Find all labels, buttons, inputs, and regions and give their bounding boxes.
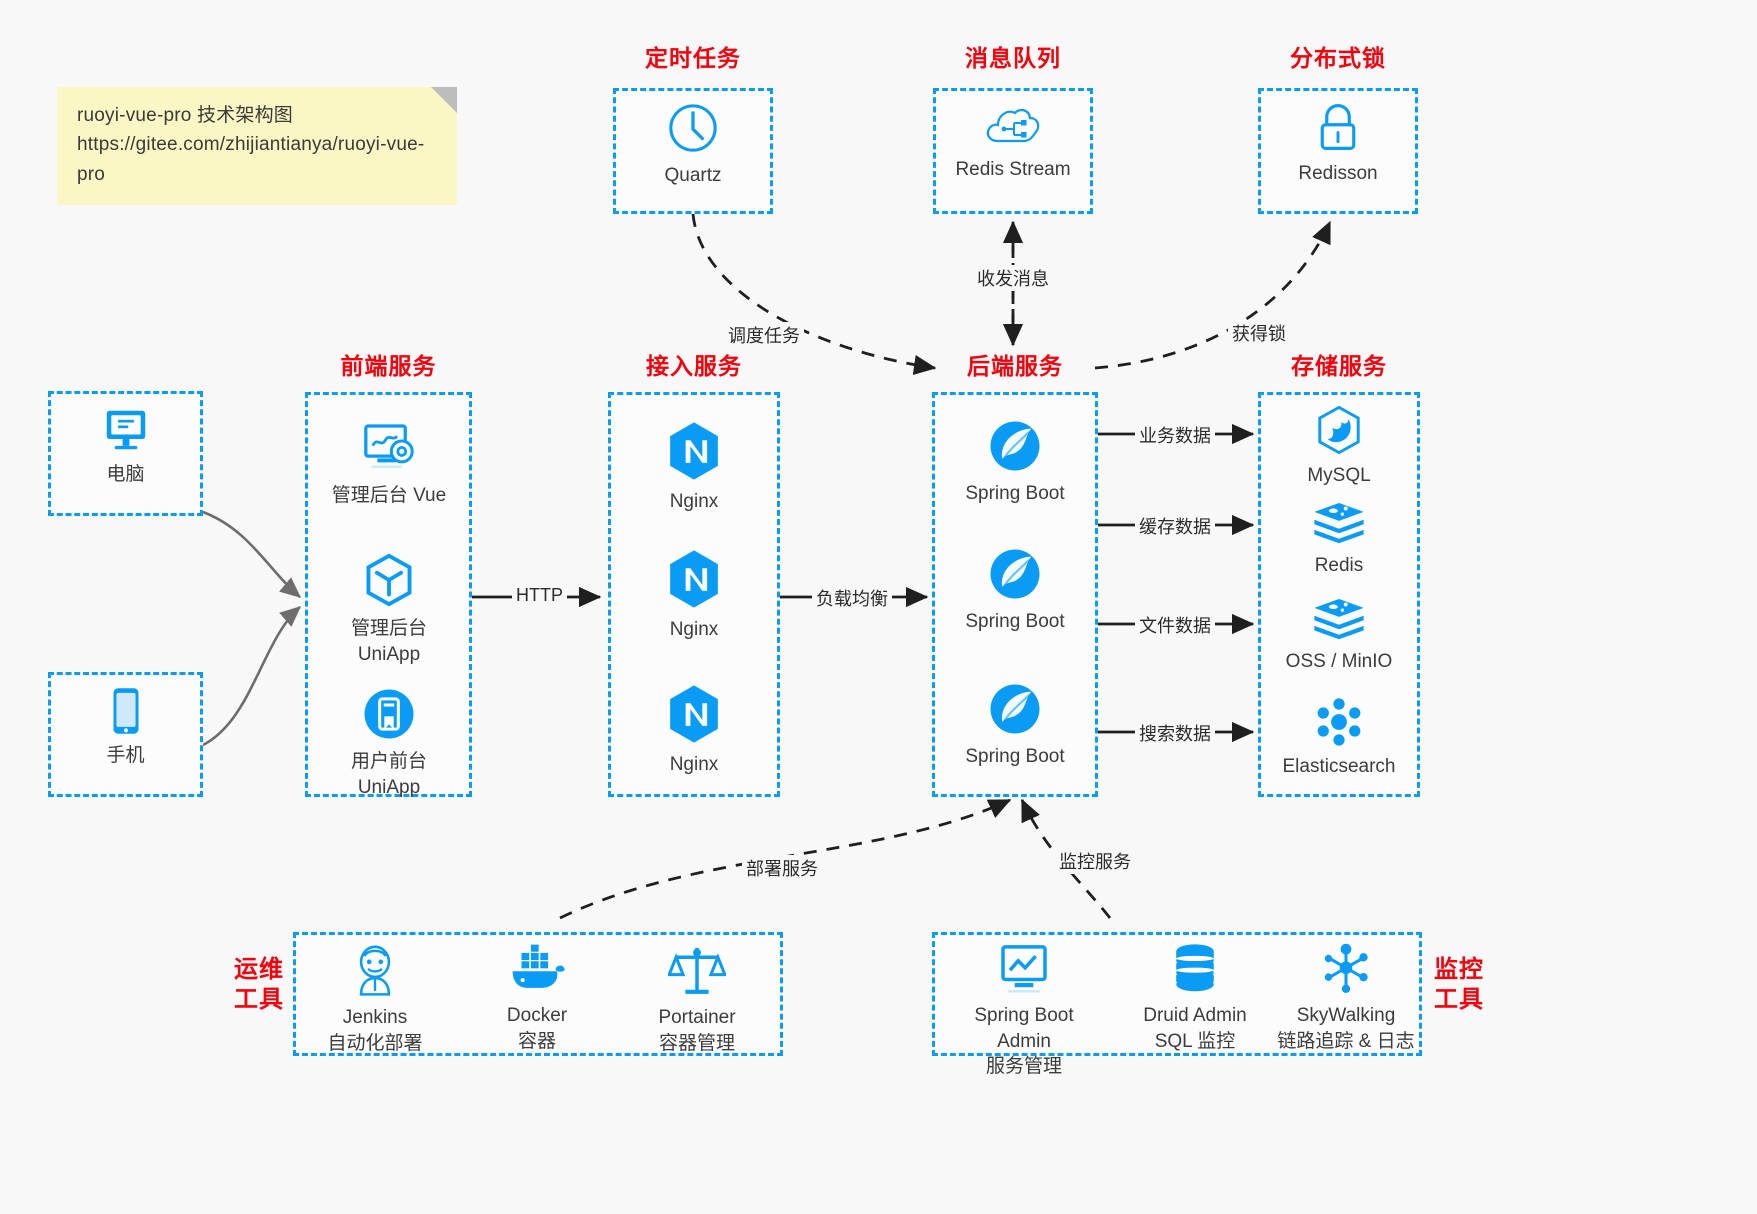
redis-icon [1311,498,1367,546]
node-redis-stream[interactable]: Redis Stream [953,100,1073,183]
node-label: Redis [1314,555,1364,576]
node-spring-boot-2[interactable]: Spring Boot [948,546,1082,635]
edge-label-acquire-lock: 获得锁 [1228,320,1290,346]
group-label-lock: 分布式锁 [1290,45,1386,71]
skywalking-icon [1318,942,1374,996]
group-label-backend: 后端服务 [967,353,1063,379]
node-admin-uniapp[interactable]: 管理后台 UniApp [320,551,458,667]
dashboard-icon [360,420,418,476]
group-mq [933,88,1093,214]
node-label: Nginx [669,619,719,640]
desktop-icon [100,405,152,455]
group-label-storage: 存储服务 [1291,353,1387,379]
nginx-icon [665,683,723,745]
jenkins-icon [346,942,404,998]
node-label: Elasticsearch [1282,756,1396,777]
edge-label-business-data: 业务数据 [1135,422,1215,448]
node-label: Spring Boot [965,611,1065,632]
oss-icon [1311,594,1367,642]
nginx-icon [665,548,723,610]
cube-icon [360,551,418,609]
edge-label-schedule-task: 调度任务 [724,322,804,348]
node-label: Quartz [664,165,722,186]
docker-icon [506,942,568,996]
node-label: 管理后台 Vue [331,485,447,506]
group-label-monitoring: 监控 工具 [1434,956,1484,1013]
edge-label-monitor-service: 监控服务 [1055,848,1135,874]
monitor-chart-icon [996,942,1052,996]
edge-label-search-data: 搜索数据 [1135,720,1215,746]
edge-label-send-receive: 收发消息 [973,265,1053,291]
node-phone[interactable]: 手机 [63,686,188,769]
mysql-icon [1313,404,1365,456]
mobile-app-icon [361,686,417,742]
node-oss-minio[interactable]: OSS / MinIO [1275,594,1403,675]
node-desktop[interactable]: 电脑 [63,405,188,488]
node-admin-vue[interactable]: 管理后台 Vue [320,420,458,509]
node-redisson[interactable]: Redisson [1278,100,1398,187]
group-label-scheduler: 定时任务 [645,45,741,71]
node-label: OSS / MinIO [1285,651,1393,672]
node-label: Spring Boot [965,483,1065,504]
edge-label-file-data: 文件数据 [1135,612,1215,638]
note-title: ruoyi-vue-pro 技术架构图 [77,105,294,126]
group-label-devops: 运维 工具 [234,956,284,1013]
note-fold-corner [431,87,457,113]
node-label: MySQL [1307,465,1371,486]
node-nginx-2[interactable]: Nginx [628,548,760,643]
spring-boot-icon [987,546,1043,602]
elasticsearch-icon [1312,697,1366,747]
lock-icon [1312,100,1364,154]
node-redis[interactable]: Redis [1275,498,1403,579]
edge-label-cache-data: 缓存数据 [1135,513,1215,539]
portainer-icon [668,942,726,998]
node-spring-boot-3[interactable]: Spring Boot [948,681,1082,770]
node-nginx-3[interactable]: Nginx [628,683,760,778]
node-mysql[interactable]: MySQL [1275,404,1403,489]
node-label: 管理后台 UniApp [350,618,427,665]
node-label: Redisson [1298,163,1378,184]
edge-label-load-balance: 负载均衡 [812,585,892,611]
clock-icon [665,100,721,156]
note-url: https://gitee.com/zhijiantianya/ruoyi-vu… [77,134,425,185]
nginx-icon [665,420,723,482]
node-label: Redis Stream [955,159,1071,180]
database-icon [1168,942,1222,996]
node-nginx-1[interactable]: Nginx [628,420,760,515]
cloud-stream-icon [984,100,1042,150]
node-quartz[interactable]: Quartz [633,100,753,189]
node-label: Nginx [669,754,719,775]
node-label: 用户前台 UniApp [350,751,427,798]
node-label: Nginx [669,491,719,512]
spring-boot-icon [987,681,1043,737]
group-label-mq: 消息队列 [965,45,1061,71]
node-label: 手机 [106,745,145,766]
group-label-frontend: 前端服务 [340,353,437,379]
group-lock [1258,88,1418,214]
node-spring-boot-1[interactable]: Spring Boot [948,418,1082,507]
node-label: 电脑 [106,464,145,485]
edge-label-http: HTTP [512,585,567,606]
node-user-uniapp[interactable]: 用户前台 UniApp [320,686,458,800]
edge-label-deploy-service: 部署服务 [742,855,822,881]
node-label: Spring Boot [965,746,1065,767]
note-callout: ruoyi-vue-pro 技术架构图 https://gitee.com/zh… [57,87,457,206]
node-elasticsearch[interactable]: Elasticsearch [1275,697,1403,780]
phone-icon [104,686,148,736]
group-label-gateway: 接入服务 [646,353,742,379]
spring-boot-icon [987,418,1043,474]
